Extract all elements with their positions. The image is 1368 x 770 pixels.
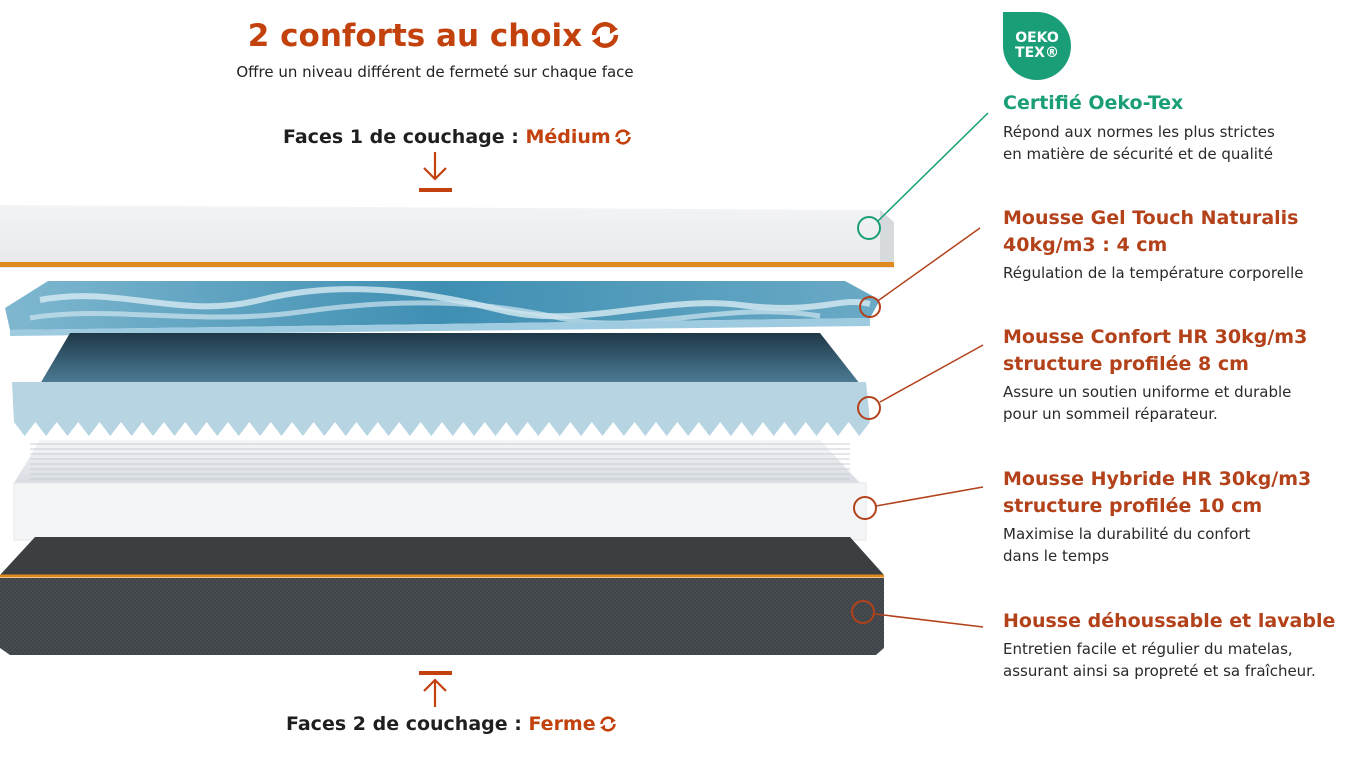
feature-confort-hr: Mousse Confort HR 30kg/m3 structure prof… (1003, 326, 1308, 423)
main-title: 2 conforts au choix (200, 18, 670, 54)
feature-hybride-hr: Mousse Hybride HR 30kg/m3 structure prof… (1003, 468, 1312, 565)
face-1-label: Faces 1 de couchage : Médium (283, 126, 633, 148)
refresh-icon (614, 129, 631, 145)
connector-housse (851, 600, 984, 628)
layer-hybride-hr (13, 440, 867, 541)
refresh-icon (591, 22, 619, 48)
arrow-up-icon (419, 671, 452, 707)
feature-oeko-tex: Certifié Oeko-Tex Répond aux normes les … (1003, 92, 1275, 163)
layer-gel-foam (5, 281, 880, 336)
connector-confort (857, 344, 984, 420)
layer-bottom-cover (0, 537, 884, 655)
subtitle: Offre un niveau différent de fermeté sur… (236, 63, 634, 81)
feature-housse: Housse déhoussable et lavable Entretien … (1003, 610, 1336, 680)
arrow-down-icon (419, 152, 452, 192)
refresh-icon (599, 716, 616, 732)
connector-oeko-tex (857, 112, 989, 240)
face-2-value: Ferme (528, 713, 596, 735)
feature-gel-touch: Mousse Gel Touch Naturalis 40kg/m3 : 4 c… (1003, 207, 1304, 282)
connector-gel (859, 227, 981, 318)
layer-confort-hr (12, 333, 870, 436)
layer-top-cover (0, 205, 894, 268)
face-1-value: Médium (525, 126, 611, 148)
face-2-label: Faces 2 de couchage : Ferme (286, 713, 618, 735)
connector-hybride (853, 486, 984, 520)
